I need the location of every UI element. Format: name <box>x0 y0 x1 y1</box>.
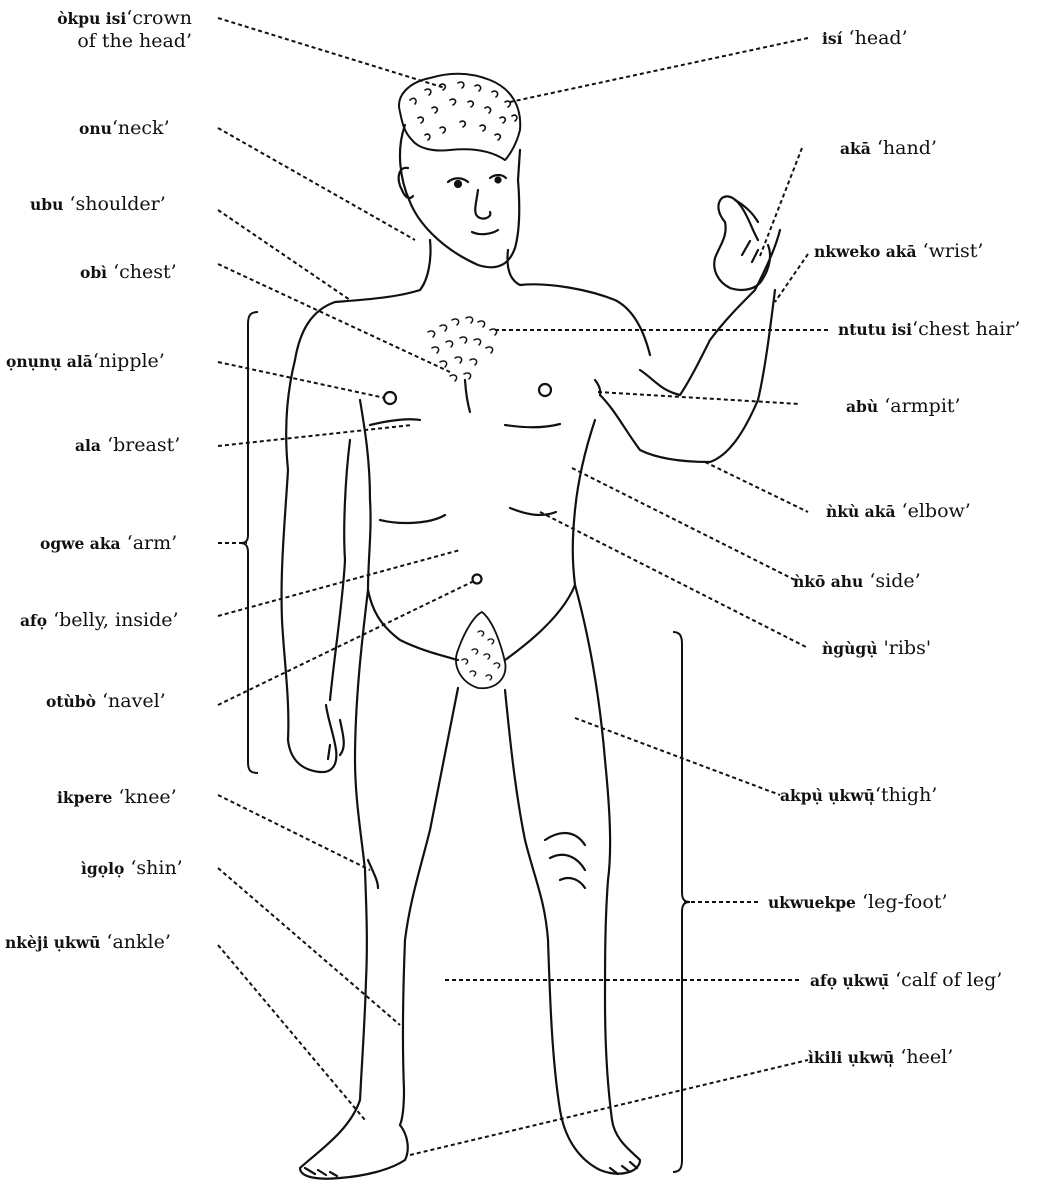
label-chest-hair: ntutu isi‘chest hair’ <box>838 318 1020 341</box>
label-chest-word: obì <box>80 263 107 282</box>
label-calf-word: afọ ụkwụ̄ <box>810 971 889 990</box>
leader-heel <box>410 1060 808 1155</box>
label-navel-gloss: ‘navel’ <box>96 690 166 712</box>
label-chest-hair-word: ntutu isi <box>838 320 912 339</box>
leader-shoulder <box>218 210 350 300</box>
label-thigh-gloss: ‘thigh’ <box>875 784 937 806</box>
label-wrist-word: nkweko akā <box>814 242 917 261</box>
leader-elbow <box>705 462 808 512</box>
label-shin-word: ìgọlọ <box>81 859 124 878</box>
leader-side <box>572 468 795 580</box>
leader-nipple <box>218 362 385 398</box>
leader-crown <box>218 18 445 88</box>
label-hand-gloss: ‘hand’ <box>871 137 937 159</box>
label-side: ǹkō ahu ‘side’ <box>793 570 921 593</box>
label-shin-gloss: ‘shin’ <box>124 857 182 879</box>
label-armpit: abù ‘armpit’ <box>846 395 961 418</box>
label-arm: ogwe aka ‘arm’ <box>40 532 177 555</box>
label-chest-gloss: ‘chest’ <box>107 261 177 283</box>
label-head-word: isí <box>822 29 843 48</box>
leader-knee <box>218 795 370 870</box>
label-nipple-word: ọnụnụ alā <box>6 352 93 371</box>
leader-head <box>510 38 808 102</box>
label-shin: ìgọlọ ‘shin’ <box>81 857 183 880</box>
label-heel: ìkili ụkwū̩ ‘heel’ <box>808 1046 953 1069</box>
leader-thigh <box>575 718 780 795</box>
label-elbow: ǹkù akā ‘elbow’ <box>826 500 971 523</box>
label-ribs-gloss: 'ribs' <box>877 637 931 659</box>
leader-neck <box>218 128 415 240</box>
label-armpit-word: abù <box>846 397 878 416</box>
label-knee: ikpere ‘knee’ <box>57 786 177 809</box>
label-elbow-gloss: ‘elbow’ <box>896 500 971 522</box>
leader-ankle <box>218 945 365 1120</box>
label-thigh-word: akpụ̀ ụkwū̩ <box>780 786 875 805</box>
label-ribs: ǹgùgụ̀ 'ribs' <box>822 637 931 660</box>
leader-wrist <box>775 254 808 302</box>
label-head-gloss: ‘head’ <box>843 27 908 49</box>
label-hand: akā ‘hand’ <box>840 137 937 160</box>
label-heel-gloss: ‘heel’ <box>894 1046 953 1068</box>
label-breast: ala ‘breast’ <box>75 434 180 457</box>
leader-belly <box>218 550 460 616</box>
label-nipple-gloss: ‘nipple’ <box>93 350 165 372</box>
label-leg-foot-word: ukwuekpe <box>768 893 856 912</box>
label-belly: afọ ‘belly, inside’ <box>20 609 179 632</box>
label-calf: afọ ụkwụ̄ ‘calf of leg’ <box>810 969 1002 992</box>
label-belly-word: afọ <box>20 611 47 630</box>
label-arm-gloss: ‘arm’ <box>121 532 178 554</box>
label-ankle: nkèji ụkwū ‘ankle’ <box>5 931 171 954</box>
label-ankle-word: nkèji ụkwū <box>5 933 100 952</box>
label-leg-foot-gloss: ‘leg-foot’ <box>856 891 948 913</box>
leader-chest <box>218 264 450 372</box>
label-leg-foot: ukwuekpe ‘leg-foot’ <box>768 891 948 914</box>
label-ribs-word: ǹgùgụ̀ <box>822 639 877 658</box>
label-head: isí ‘head’ <box>822 27 908 50</box>
label-breast-word: ala <box>75 436 101 455</box>
label-breast-gloss: ‘breast’ <box>101 434 180 456</box>
label-nipple: ọnụnụ alā‘nipple’ <box>6 350 165 373</box>
label-ankle-gloss: ‘ankle’ <box>100 931 171 953</box>
label-navel: otùbò ‘navel’ <box>46 690 166 713</box>
leader-shin <box>218 868 400 1025</box>
label-side-gloss: ‘side’ <box>863 570 920 592</box>
label-belly-gloss: ‘belly, inside’ <box>47 609 179 631</box>
label-knee-word: ikpere <box>57 788 112 807</box>
label-knee-gloss: ‘knee’ <box>112 786 176 808</box>
leader-ribs <box>540 512 808 648</box>
label-calf-gloss: ‘calf of leg’ <box>889 969 1002 991</box>
label-navel-word: otùbò <box>46 692 96 711</box>
label-shoulder-gloss: ‘shoulder’ <box>63 193 165 215</box>
label-crown-word: òkpu isi <box>57 9 126 28</box>
label-wrist-gloss: ‘wrist’ <box>917 240 984 262</box>
label-hand-word: akā <box>840 139 871 158</box>
arm-bracket <box>240 312 258 773</box>
label-chest-hair-gloss: ‘chest hair’ <box>912 318 1020 340</box>
leader-navel <box>218 580 476 705</box>
leader-hand <box>760 148 802 256</box>
label-side-word: ǹkō ahu <box>793 572 863 591</box>
label-crown: òkpu isi‘crown of the head’ <box>40 7 192 52</box>
label-chest: obì ‘chest’ <box>80 261 177 284</box>
leader-armpit <box>598 392 800 404</box>
label-heel-word: ìkili ụkwū̩ <box>808 1048 894 1067</box>
label-wrist: nkweko akā ‘wrist’ <box>814 240 983 263</box>
label-neck-word: onu <box>79 119 112 138</box>
label-arm-word: ogwe aka <box>40 534 121 553</box>
label-elbow-word: ǹkù akā <box>826 502 896 521</box>
label-armpit-gloss: ‘armpit’ <box>878 395 960 417</box>
label-shoulder: ubu ‘shoulder’ <box>30 193 166 216</box>
label-thigh: akpụ̀ ụkwū̩‘thigh’ <box>780 784 937 807</box>
label-neck: onu‘neck’ <box>79 117 170 140</box>
label-shoulder-word: ubu <box>30 195 63 214</box>
label-neck-gloss: ‘neck’ <box>112 117 170 139</box>
